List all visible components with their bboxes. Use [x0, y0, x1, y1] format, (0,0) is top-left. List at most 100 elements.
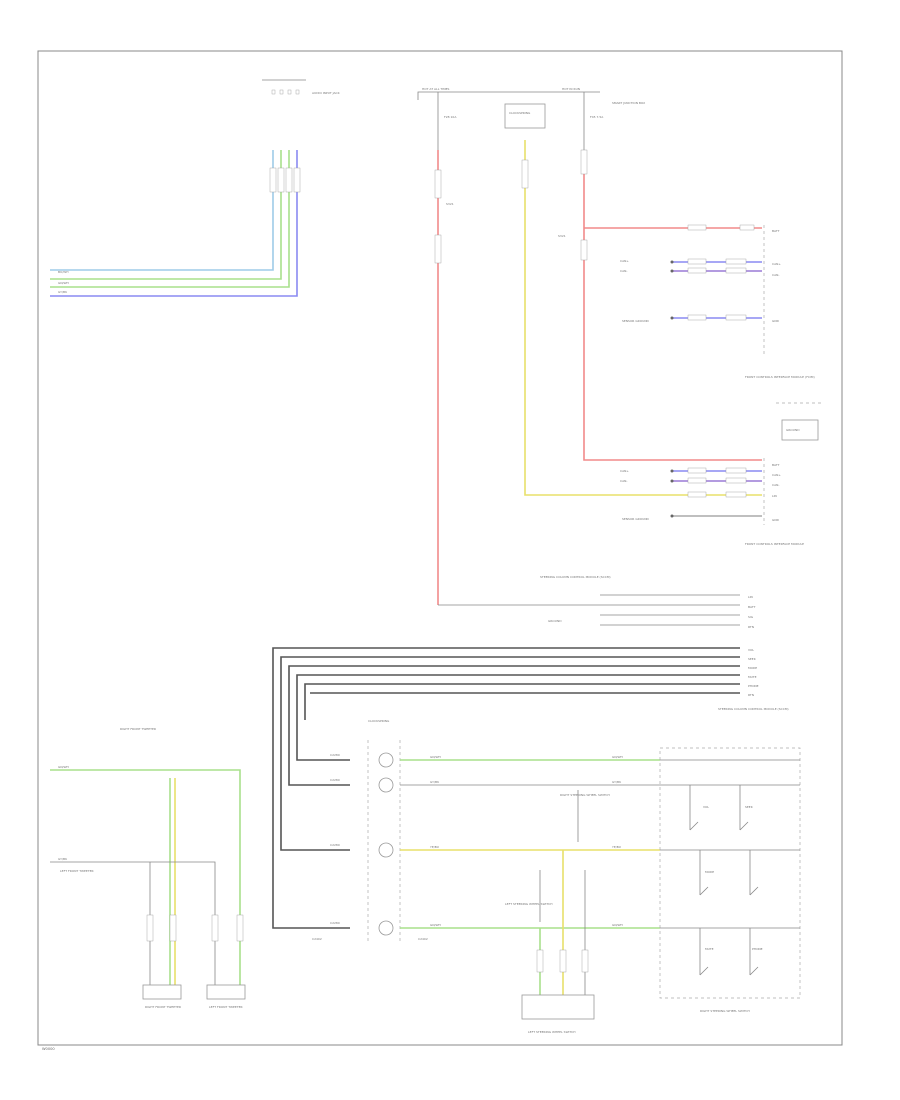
- pin-label: SIG: [748, 615, 754, 619]
- connector-label: C2280: [330, 778, 340, 782]
- net-label: SENSOR GROUND: [622, 319, 650, 323]
- right-switch-label: RIGHT STEERING WHEEL SWITCH: [700, 1009, 750, 1013]
- label-smart-junction-box: SMART JUNCTION BOX: [612, 101, 645, 105]
- wire-tag: [687, 467, 707, 474]
- wire-green2-top-left: [50, 150, 290, 288]
- tweeter-harness-label: RIGHT FRONT TWEETER: [120, 727, 156, 731]
- pin-label: LIN: [772, 494, 777, 498]
- wire-gray-bus-5: [304, 683, 740, 720]
- lower-module-group: BATT CAN+ CAN- LIN GND CAN+ CAN- SENSOR …: [620, 458, 804, 546]
- wire-tag: [725, 491, 747, 498]
- wire-lightblue-top-left: [50, 150, 274, 271]
- pin-label: GND: [772, 319, 780, 323]
- right-front-tweeter-label: RIGHT FRONT TWEETER: [145, 1005, 181, 1009]
- sccm-group: STEERING COLUMN CONTROL MODULE (SCCM) LI…: [272, 575, 789, 929]
- switch-label: MUTE: [705, 947, 714, 951]
- switch-label: MODE: [705, 870, 714, 874]
- pin-label: RTN: [748, 625, 754, 629]
- label-hot-at-all-times: HOT AT ALL TIMES: [422, 87, 450, 91]
- connector-label-bottom: C2402: [312, 937, 322, 941]
- switch-label: SEEK: [745, 805, 754, 809]
- wire-label: YE/BU: [430, 845, 439, 849]
- wire-tag: [559, 949, 567, 973]
- wire-tag: [581, 949, 589, 973]
- fuse-right-label: F45 7.5A: [590, 115, 604, 119]
- pin-chip: [295, 89, 300, 95]
- wire-gray-bus-2: [280, 656, 740, 851]
- wire-label: GN/WH: [430, 923, 441, 927]
- left-steering-switch-label: LEFT STEERING WHEEL SWITCH: [528, 1030, 575, 1034]
- right-switch-group: VOL SEEK MODE MUTE PHONE RIGHT STEERING …: [659, 747, 801, 1013]
- diagram-code: W0000: [42, 1047, 55, 1051]
- pin-label: SEEK: [748, 657, 757, 661]
- note-label: RIGHT STEERING WHEEL SWITCH: [560, 793, 610, 797]
- clockspring-label: CLOCKSPRING: [368, 719, 390, 723]
- wire-tag: [536, 949, 544, 973]
- clockspring-contact: [378, 920, 394, 936]
- switch-contact: [749, 966, 759, 976]
- wire-tag: [521, 159, 529, 189]
- wire-tag: [146, 914, 154, 942]
- clockspring-contact: [378, 752, 394, 768]
- connector-label: C2280: [330, 843, 340, 847]
- power-bus-line: [417, 91, 600, 100]
- wire-tag: [169, 914, 177, 942]
- pin-label: BATT: [772, 463, 780, 467]
- switch-contact: [699, 966, 709, 976]
- pin-label: PHONE: [748, 684, 759, 688]
- net-label: CAN-: [620, 269, 627, 273]
- wire-green-top-left: [50, 150, 282, 280]
- wire-tag: [687, 224, 707, 231]
- wire-label: GY/BK: [430, 780, 440, 784]
- tweeter-group: RIGHT FRONT TWEETER LEFT FRONT TWEETER G…: [50, 727, 246, 1009]
- splice-label-right: S321: [558, 234, 566, 238]
- wire-label: GN/WH: [430, 755, 441, 759]
- pin-dot: [670, 469, 674, 473]
- pin-label: MUTE: [748, 675, 757, 679]
- label-hot-in-run: HOT IN RUN: [562, 87, 580, 91]
- fuse-left-label: F28 10A: [444, 115, 457, 119]
- switch-label: PHONE: [752, 947, 763, 951]
- wire-tag: [687, 491, 707, 498]
- wire-label: GY/BK: [58, 290, 68, 294]
- wire-tag: [725, 467, 747, 474]
- wire-tag: [285, 167, 293, 193]
- net-label: CAN+: [620, 469, 629, 473]
- left-front-tweeter-box: [206, 984, 246, 1000]
- wire-tag: [725, 267, 747, 274]
- wire-label: GN/WH: [58, 765, 69, 769]
- switch-contact: [739, 821, 749, 831]
- wire-label: GY/BK: [612, 780, 622, 784]
- wire-tag: [687, 477, 707, 484]
- splice-label: S321: [446, 202, 454, 206]
- wire-label: BU/WH: [58, 270, 69, 274]
- pin-dot: [670, 260, 674, 264]
- pin-label: BATT: [772, 229, 780, 233]
- pin-label: CAN-: [772, 273, 779, 277]
- tweeter-harness-label-2: LEFT FRONT TWEETER: [60, 869, 94, 873]
- pin-label: LIN: [748, 595, 753, 599]
- wire-tag: [236, 914, 244, 942]
- pin-label: MODE: [748, 666, 757, 670]
- wire-gray-bus-3: [288, 665, 740, 786]
- pin-label: VOL: [748, 648, 754, 652]
- clockspring-contact: [378, 842, 394, 858]
- wire-gray-bus-4: [296, 674, 740, 761]
- wire-blue-top-left: [50, 150, 298, 297]
- wire-label: GN/WH: [612, 923, 623, 927]
- switch-contact: [699, 886, 709, 896]
- pin-dot: [670, 514, 674, 518]
- switch-contact: [689, 821, 699, 831]
- diagram-frame: [37, 50, 843, 1046]
- clockspring-top-box: [504, 103, 546, 129]
- pin-label: RTN: [748, 693, 754, 697]
- wire-gray-bus-1: [272, 647, 740, 929]
- clockspring-group: CLOCKSPRING GN/WH GY/BK YE/BU GN/WH GN/W…: [312, 719, 660, 1034]
- wire-label: GY/BK: [58, 857, 68, 861]
- right-switch-boundary: [659, 747, 801, 999]
- pin-dot: [670, 479, 674, 483]
- module-label-fcim: FRONT CONTROLS INTERFACE MODULE (FCIM): [745, 375, 815, 379]
- pin-label: CAN+: [772, 473, 781, 477]
- wire-tag: [739, 224, 755, 231]
- wire-tag: [687, 267, 707, 274]
